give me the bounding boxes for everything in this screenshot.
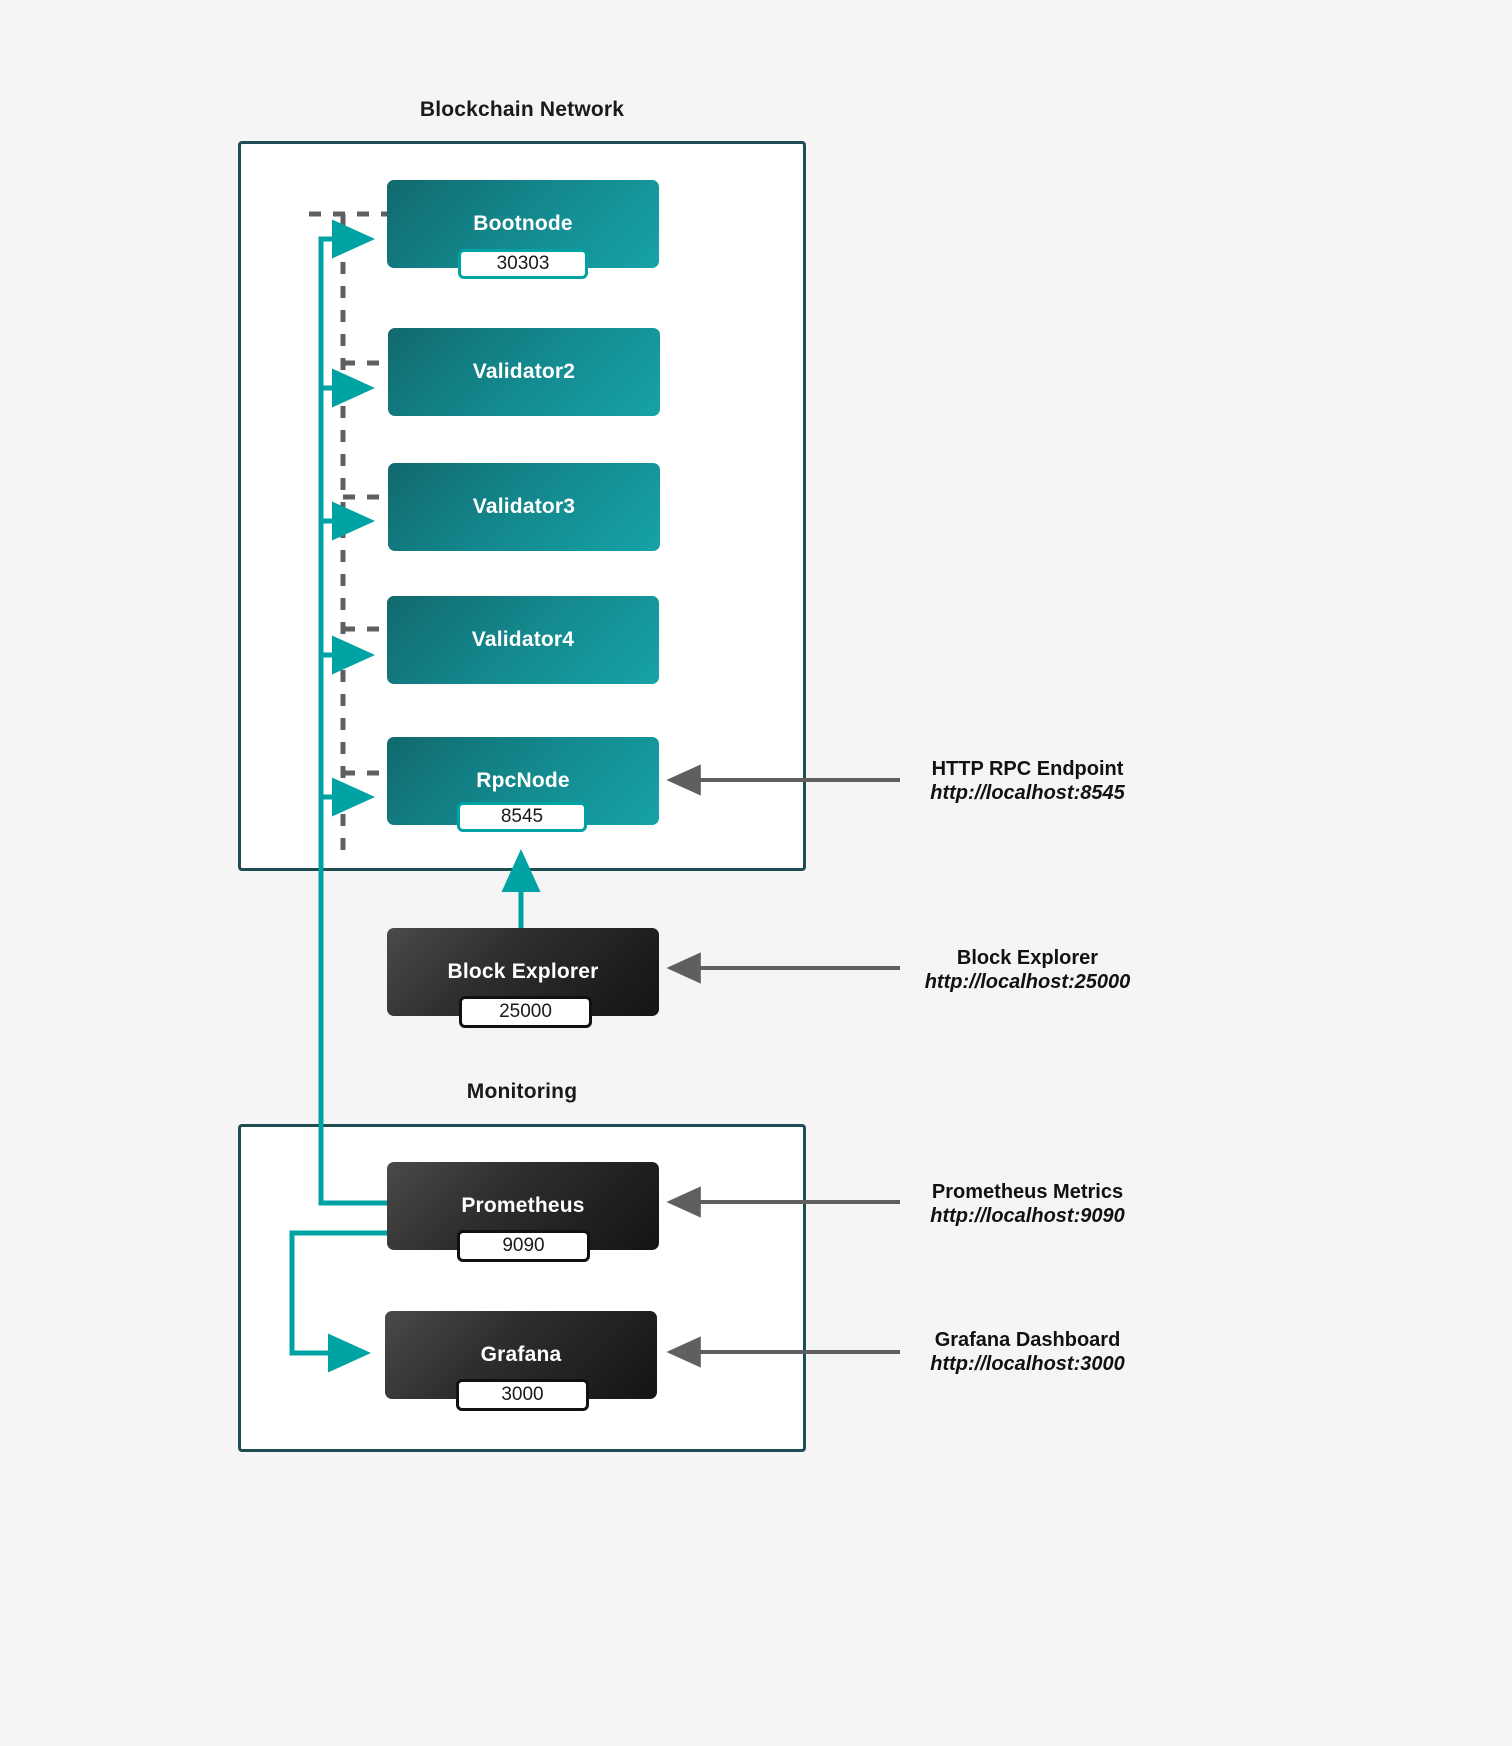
node-rpcnode-port: 8545 xyxy=(457,802,587,832)
node-prometheus-label: Prometheus xyxy=(461,1194,585,1217)
annotation-prometheus-title: Prometheus Metrics xyxy=(931,1181,1124,1203)
node-bootnode-label: Bootnode xyxy=(473,212,573,235)
annotation-prometheus: Prometheus Metrics http://localhost:9090 xyxy=(905,1180,1150,1229)
annotation-block-explorer-url[interactable]: http://localhost:25000 xyxy=(924,971,1131,994)
annotation-rpc-endpoint-url[interactable]: http://localhost:8545 xyxy=(930,782,1125,805)
node-block-explorer-label: Block Explorer xyxy=(447,960,599,983)
annotation-block-explorer-title: Block Explorer xyxy=(956,947,1099,969)
node-validator2[interactable]: Validator2 xyxy=(388,328,660,416)
node-validator3[interactable]: Validator3 xyxy=(388,463,660,551)
annotation-block-explorer: Block Explorer http://localhost:25000 xyxy=(905,946,1150,995)
annotation-rpc-endpoint-title: HTTP RPC Endpoint xyxy=(931,758,1124,780)
node-validator3-label: Validator3 xyxy=(472,495,576,518)
node-prometheus-port: 9090 xyxy=(457,1230,590,1262)
node-rpcnode-label: RpcNode xyxy=(476,769,570,792)
annotation-prometheus-url[interactable]: http://localhost:9090 xyxy=(930,1205,1125,1228)
node-validator4[interactable]: Validator4 xyxy=(387,596,659,684)
node-block-explorer[interactable]: Block Explorer xyxy=(387,928,659,1016)
node-bootnode-port: 30303 xyxy=(458,249,588,279)
annotation-rpc-endpoint: HTTP RPC Endpoint http://localhost:8545 xyxy=(905,757,1150,806)
node-validator4-label: Validator4 xyxy=(471,628,575,651)
annotation-grafana-url[interactable]: http://localhost:3000 xyxy=(930,1353,1125,1376)
node-validator2-label: Validator2 xyxy=(472,360,576,383)
cluster-title-monitoring: Monitoring xyxy=(466,1080,578,1103)
cluster-title-blockchain-network: Blockchain Network xyxy=(419,98,625,121)
annotation-grafana-title: Grafana Dashboard xyxy=(934,1329,1121,1351)
node-grafana-label: Grafana xyxy=(480,1343,562,1366)
annotation-grafana: Grafana Dashboard http://localhost:3000 xyxy=(905,1328,1150,1377)
node-block-explorer-port: 25000 xyxy=(459,996,592,1028)
node-grafana-port: 3000 xyxy=(456,1379,589,1411)
